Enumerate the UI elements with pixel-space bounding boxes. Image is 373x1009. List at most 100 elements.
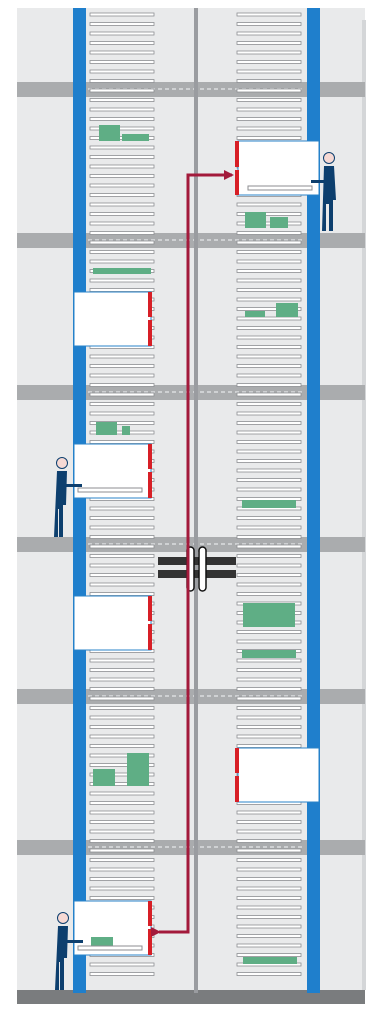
shelf bbox=[89, 88, 155, 93]
shelf bbox=[89, 725, 155, 729]
shelf bbox=[236, 12, 302, 17]
shelf bbox=[89, 544, 155, 549]
shelf bbox=[236, 202, 302, 207]
shelf bbox=[89, 202, 155, 207]
shelf bbox=[89, 715, 155, 720]
goods-box bbox=[127, 753, 149, 786]
shelf bbox=[236, 364, 302, 368]
shelf bbox=[89, 126, 155, 131]
shelf bbox=[236, 136, 302, 140]
shelf bbox=[236, 250, 302, 254]
carriage-tray bbox=[77, 487, 143, 493]
shelf bbox=[236, 383, 302, 387]
goods-box bbox=[245, 311, 265, 317]
shelf bbox=[89, 155, 155, 159]
shelf bbox=[236, 459, 302, 463]
shelf bbox=[236, 725, 302, 729]
shelf bbox=[89, 791, 155, 796]
carriage-door bbox=[148, 472, 152, 498]
shelf bbox=[236, 810, 302, 815]
shelf bbox=[236, 22, 302, 26]
shelf bbox=[89, 848, 155, 853]
goods-box bbox=[270, 217, 288, 228]
shelf bbox=[236, 288, 302, 292]
shelf bbox=[236, 50, 302, 55]
shelf bbox=[89, 69, 155, 74]
shelf bbox=[89, 554, 155, 558]
shelf bbox=[89, 582, 155, 587]
shelf bbox=[236, 41, 302, 45]
shelf bbox=[236, 345, 302, 349]
shelf bbox=[236, 516, 302, 520]
shelf bbox=[236, 563, 302, 568]
carriage-door bbox=[148, 596, 152, 621]
lift-carriage bbox=[235, 747, 320, 803]
shelf bbox=[236, 335, 302, 340]
shelf bbox=[236, 98, 302, 102]
shelf bbox=[89, 383, 155, 387]
shelf bbox=[89, 259, 155, 264]
shelf bbox=[89, 877, 155, 881]
shelf bbox=[236, 478, 302, 482]
carriage-door bbox=[235, 170, 239, 195]
shelf bbox=[89, 60, 155, 64]
shelf bbox=[236, 107, 302, 112]
shelf bbox=[236, 307, 302, 311]
stored-goods bbox=[93, 125, 298, 964]
shelf bbox=[89, 516, 155, 520]
shelf bbox=[236, 820, 302, 824]
shelf bbox=[236, 373, 302, 378]
shelf bbox=[236, 544, 302, 549]
shelf bbox=[89, 41, 155, 45]
shelf bbox=[89, 240, 155, 245]
shelf bbox=[89, 164, 155, 169]
shelf bbox=[236, 639, 302, 644]
carriage-door bbox=[235, 748, 239, 773]
shelf bbox=[236, 421, 302, 425]
shelf bbox=[89, 193, 155, 197]
shelf bbox=[89, 506, 155, 511]
shelf bbox=[236, 734, 302, 739]
shelf bbox=[236, 278, 302, 283]
shelf bbox=[89, 573, 155, 577]
shelf bbox=[89, 658, 155, 663]
shelf bbox=[236, 848, 302, 853]
ground-slab bbox=[17, 990, 365, 1004]
shelf bbox=[236, 953, 302, 957]
shelf bbox=[89, 364, 155, 368]
shelf bbox=[89, 962, 155, 967]
right-guide-rail bbox=[307, 8, 320, 993]
shelf bbox=[89, 744, 155, 748]
shelf bbox=[236, 269, 302, 273]
shelf bbox=[236, 430, 302, 435]
carriage-door bbox=[235, 141, 239, 167]
shelf bbox=[236, 259, 302, 264]
goods-box bbox=[242, 500, 296, 508]
shelf bbox=[89, 373, 155, 378]
floor-slab bbox=[17, 82, 365, 97]
shelf bbox=[89, 354, 155, 359]
shelf bbox=[89, 288, 155, 292]
shelf bbox=[236, 943, 302, 948]
shelf bbox=[89, 231, 155, 235]
shelf bbox=[236, 658, 302, 663]
carriage-tray bbox=[77, 945, 143, 951]
shelf bbox=[89, 98, 155, 102]
shelf bbox=[89, 829, 155, 834]
shelf bbox=[89, 535, 155, 539]
shelf bbox=[89, 221, 155, 226]
shelf bbox=[236, 554, 302, 558]
shelf bbox=[89, 563, 155, 568]
shelf bbox=[236, 316, 302, 321]
shelf bbox=[236, 240, 302, 245]
shelf bbox=[89, 668, 155, 672]
shelf bbox=[236, 126, 302, 131]
shelf bbox=[236, 88, 302, 93]
goods-box bbox=[93, 268, 151, 274]
shelf bbox=[89, 896, 155, 900]
goods-box bbox=[122, 426, 130, 435]
shelf bbox=[89, 801, 155, 805]
shelf bbox=[236, 877, 302, 881]
shelf bbox=[89, 734, 155, 739]
shelf bbox=[236, 905, 302, 910]
